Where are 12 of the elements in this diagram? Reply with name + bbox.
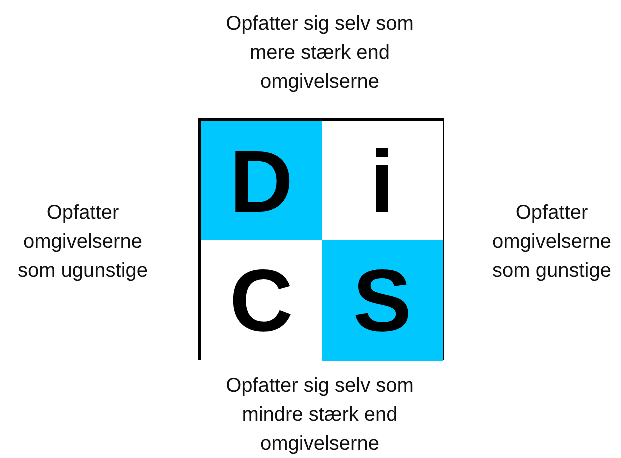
quadrant-tile (201, 240, 322, 361)
grid-frame (198, 118, 444, 360)
axis-description: Opfatter sig selv som mindre stærk end omgivelserne (225, 374, 415, 457)
axis-description: Opfatter sig selv som mere stærk end omgivelserne (225, 12, 415, 95)
axis-description: Opfatter omgivelserne som ugunstige (16, 201, 150, 284)
quadrant-letter: C (230, 256, 294, 344)
quadrant-tile (322, 240, 443, 361)
quadrant-tile (201, 121, 322, 242)
quadrant-letter: S (353, 256, 412, 344)
axis-description: Opfatter omgivelserne som gunstige (492, 201, 612, 284)
quadrant-letter: i (370, 138, 395, 226)
quadrant-letter: D (230, 138, 294, 226)
